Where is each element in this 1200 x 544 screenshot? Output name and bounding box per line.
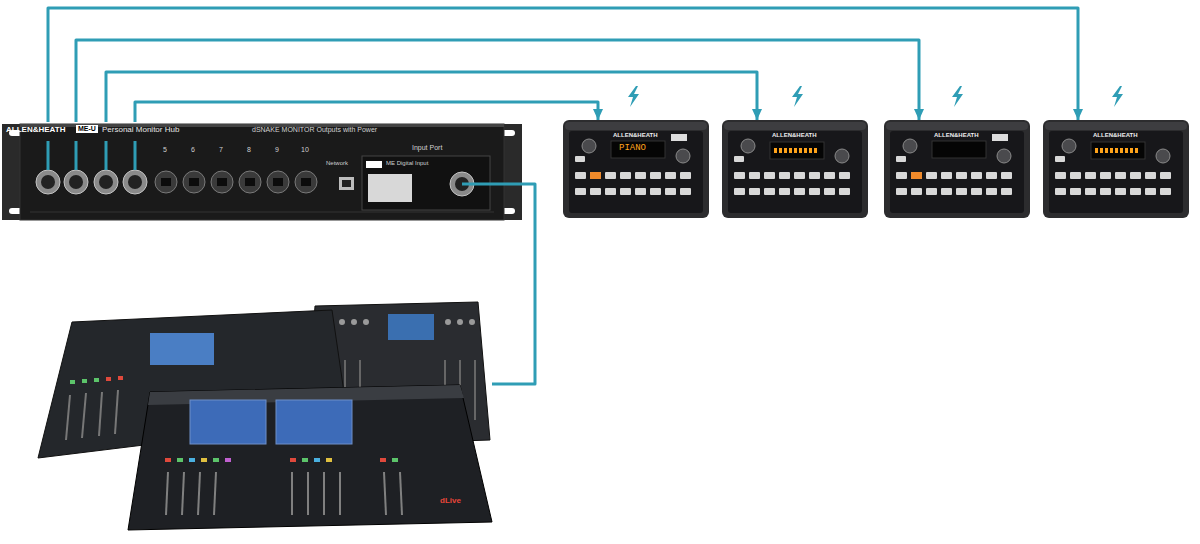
- personal-mixer: ALLEN&HEATH: [722, 120, 868, 218]
- node-text: ALLEN&HEATH: [772, 132, 817, 139]
- personal-mixer: ALLEN&HEATH: [884, 120, 1030, 218]
- panel-label: ME Digital Input: [386, 160, 428, 167]
- mixing-console: dLive: [30, 300, 492, 532]
- port-label: Network: [326, 160, 348, 167]
- node-text: Personal Monitor Hub: [102, 125, 179, 134]
- network-port: [339, 177, 354, 190]
- port-number: 10: [301, 146, 309, 154]
- node-text: PIANO: [619, 143, 646, 153]
- personal-mixer: ALLEN&HEATH: [1043, 120, 1189, 218]
- cable-connector: [106, 72, 757, 122]
- port-number: 9: [275, 146, 279, 154]
- personal-mixer: [884, 120, 1030, 218]
- personal-mixer: [1043, 120, 1189, 218]
- dsnake-port: [36, 170, 317, 194]
- console-illustration: [38, 302, 492, 530]
- node-text: ME-U: [76, 125, 98, 133]
- personal-mixer: [563, 120, 709, 218]
- node-text: ALLEN&HEATH: [1093, 132, 1138, 139]
- node-text: dSNAKE MONITOR Outputs with Power: [252, 126, 377, 134]
- port-number: 7: [219, 146, 223, 154]
- cable-connector: [492, 184, 535, 384]
- cable-stub: [48, 141, 522, 184]
- port-number: 5: [163, 146, 167, 154]
- personal-mixer: [722, 120, 868, 218]
- node-text: dLive: [440, 496, 461, 505]
- port-number: 8: [247, 146, 251, 154]
- node-text: ALLEN&HEATH: [613, 132, 658, 139]
- cable-connector: [135, 102, 598, 122]
- hub-body: [2, 124, 522, 220]
- monitor-hub: ALLEN&HEATH ME-U Personal Monitor Hub dSNAK…: [2, 122, 522, 220]
- power-icon: [628, 86, 1123, 107]
- node-text: Input Port: [412, 144, 442, 152]
- node-text: ALLEN&HEATH: [934, 132, 979, 139]
- port-number: 6: [191, 146, 195, 154]
- cable-connector: [76, 40, 919, 122]
- personal-mixer: ALLEN&HEATH PIANO: [563, 120, 709, 218]
- cable-connector: [48, 8, 1078, 122]
- node-text: ALLEN&HEATH: [6, 125, 65, 134]
